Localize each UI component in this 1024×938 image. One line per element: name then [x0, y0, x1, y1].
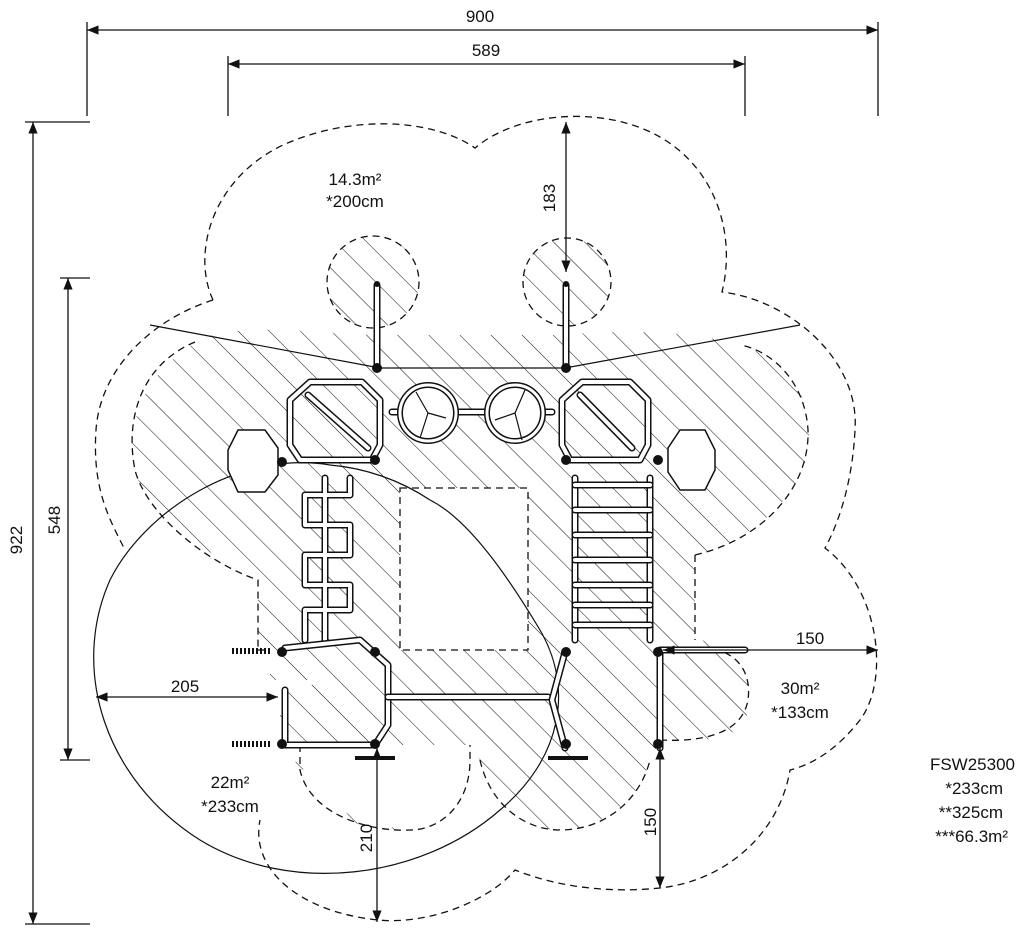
left-height-label: *233cm	[201, 797, 259, 816]
central-dashed-rectangle	[399, 487, 529, 651]
bottom-left-gap-label: 210	[357, 824, 376, 852]
left-fall-zone-circle	[93, 462, 560, 874]
top-height-label: *200cm	[326, 192, 384, 211]
product-spec-1: *233cm	[945, 779, 1003, 798]
right-area-label: 30m²	[781, 679, 820, 698]
left-gap-label: 205	[171, 677, 199, 696]
central-clear-zone	[400, 488, 528, 650]
top-zone-right-line	[564, 324, 801, 369]
outer-safety-boundary	[204, 115, 878, 922]
top-area-label: 14.3m²	[329, 170, 382, 189]
right-gap-label: 150	[796, 629, 824, 648]
right-height-label: *133cm	[771, 703, 829, 722]
inner-width-label: 589	[472, 41, 500, 60]
top-zone-left-line	[149, 324, 381, 369]
inner-height-label: 548	[45, 506, 64, 534]
product-code: FSW25300	[930, 755, 1015, 774]
left-top-hatched-circle	[327, 236, 419, 328]
product-spec-2: **325cm	[939, 803, 1003, 822]
total-height-label: 922	[7, 526, 26, 554]
left-top-dashed-circle	[326, 235, 420, 329]
bottom-right-gap-label: 150	[641, 808, 660, 836]
left-outer-dashed-arc	[94, 299, 214, 551]
equipment-frame	[227, 281, 749, 760]
top-gap-label: 183	[540, 184, 559, 212]
total-width-label: 900	[466, 7, 494, 26]
dimension-lines	[25, 22, 879, 925]
product-spec-3: ***66.3m²	[935, 827, 1008, 846]
left-area-label: 22m²	[211, 773, 250, 792]
